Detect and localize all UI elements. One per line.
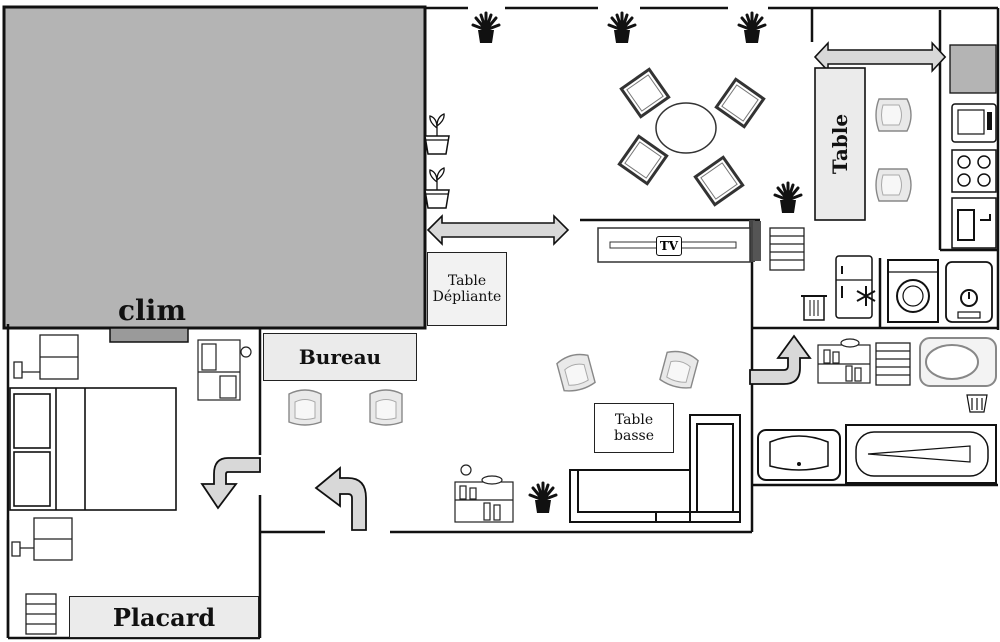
walls (6, 6, 1000, 640)
chair-icon (288, 389, 322, 426)
trash-icon (801, 295, 827, 321)
kitchen-table (814, 67, 866, 221)
kitchen-table-label: Table (828, 113, 852, 175)
plant-icon (737, 11, 767, 45)
bed-icon (9, 387, 177, 511)
trash-icon (966, 394, 988, 413)
radiator-icon (769, 227, 805, 271)
chair-icon (658, 347, 700, 392)
bathtub-icon (845, 424, 997, 484)
sofa-icon (569, 414, 741, 523)
countertop (949, 44, 997, 94)
chair-icon (619, 67, 671, 119)
chair-icon (875, 98, 912, 132)
plant-icon (471, 11, 501, 45)
chair-icon (369, 389, 403, 426)
chair-icon (617, 134, 669, 186)
placard-label: Placard (69, 596, 259, 638)
arrow-icon (200, 457, 261, 510)
radiator-icon (875, 342, 911, 386)
washbasin-icon (757, 429, 841, 481)
microwave-icon (951, 103, 997, 143)
fridge-icon (835, 255, 873, 319)
clim-block (2, 5, 427, 330)
stove-icon (951, 149, 997, 193)
plant-icon (773, 181, 803, 215)
plant-icon (424, 113, 450, 155)
water-heater-icon (945, 261, 993, 323)
table-depliante-label: Table Dépliante (427, 252, 507, 326)
toilet-icon (919, 337, 997, 387)
round-table-icon (655, 102, 717, 154)
desk-icon (197, 339, 252, 401)
plant-icon (607, 11, 637, 45)
clim-label: clim (118, 294, 186, 327)
plant-icon (528, 481, 558, 515)
door-panel (753, 221, 761, 261)
chest-of-drawers-icon (25, 593, 57, 635)
kitchen-sink-icon (951, 197, 997, 249)
table-basse-label: Table basse (594, 403, 674, 453)
plant-icon (424, 167, 450, 209)
washing-machine-icon (887, 259, 939, 323)
arrow-icon (427, 215, 569, 245)
chair-icon (555, 350, 597, 395)
arrow-icon (749, 334, 812, 385)
bureau-label: Bureau (263, 333, 417, 381)
clim-unit (109, 327, 189, 343)
nightstand-icon (11, 517, 73, 561)
chair-icon (693, 155, 745, 207)
snowflake-icon (856, 286, 876, 306)
shelf-icon (817, 338, 871, 384)
arrow-icon (814, 42, 947, 72)
tv-label: TV (656, 236, 682, 256)
arrow-icon (314, 466, 367, 531)
nightstand-icon (13, 334, 79, 380)
chair-icon (875, 168, 912, 202)
chair-icon (714, 77, 766, 129)
shelf-icon (454, 464, 514, 523)
